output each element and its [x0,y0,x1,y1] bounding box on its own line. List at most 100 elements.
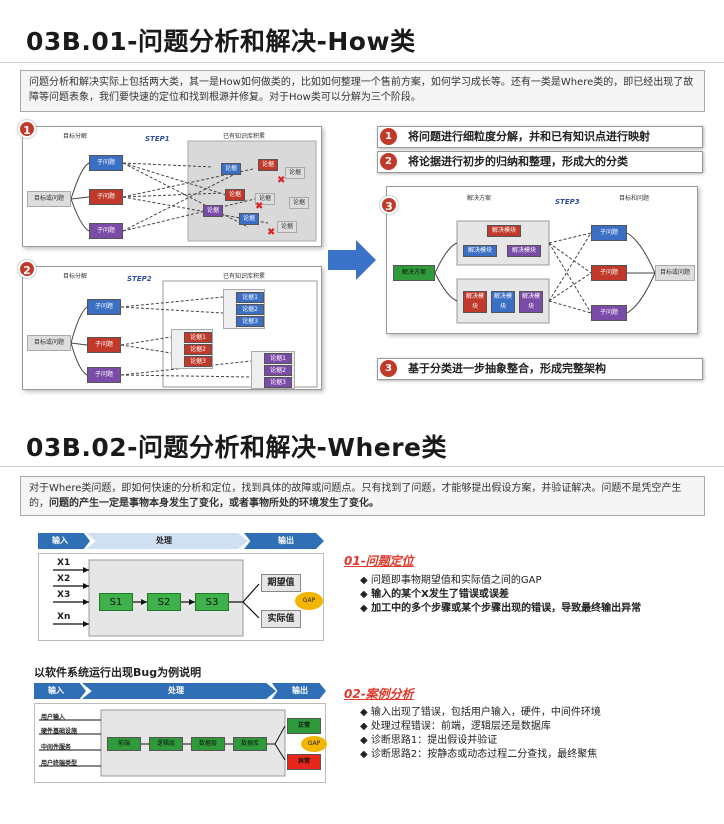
col-label: 目标分解 [63,273,88,280]
stage-input: 输入 [38,533,90,549]
module-node: 解决模块 [491,291,515,313]
stage-input: 输入 [34,683,86,699]
right-arrow-icon [328,240,376,280]
bullet-text: 诊断思路1：提出假设并验证 [370,735,498,746]
step3-panel: 解决方案 STEP3 目标和问题 解决方案 解决模块 解决模块 解决模块 解决模… [386,186,698,334]
panel3-badge: 3 [380,196,398,214]
arg-node: 论据 [285,167,305,179]
arg-node: 论据 [203,205,223,217]
arg-node: 论据2 [264,365,292,376]
section1-intro: 问题分析和解决实际上包括两大类，其一是How如何做类的，比如如何整理一个售前方案… [20,70,705,112]
step1-panel: 目标分解 STEP1 已有知识库积累 目标或问题 子问题 子问题 子问题 论据 … [22,126,322,247]
module-node: 解决模块 [463,291,487,313]
col-label: 目标和问题 [619,195,650,202]
stage-label: 处理 [168,686,184,695]
expected-value: 期望值 [261,574,301,592]
input-label: 中间件服务 [41,744,72,751]
arg-node: 论据 [255,193,275,205]
step-label: STEP3 [555,198,580,206]
step-item: 2 将论据进行初步的归纳和整理，形成大的分类 [377,151,703,173]
col-label: 解决方案 [467,195,492,202]
sub-node: 子问题 [87,367,121,383]
analysis1-bullet: ◆ 问题即事物期望值和实际值之间的GAP [360,575,542,586]
bullet-text: 诊断思路2：按静态或动态过程二分查找，最终聚焦 [370,749,598,760]
abnormal-output: 异常 [287,754,321,770]
arg-node: 论据3 [236,316,264,327]
analysis2-bullet: ◆ 诊断思路1：提出假设并验证 [360,735,498,746]
section1-title: 03B.01-问题分析和解决-How类 [26,27,416,56]
arg-node: 论据 [221,163,241,175]
col-label: 已有知识库积累 [223,273,266,280]
arg-group-purple: 论据1 论据2 论据3 [251,351,295,389]
analysis2-bullet: ◆ 诊断思路2：按静态或动态过程二分查找，最终聚焦 [360,749,598,760]
input-label: 用户终端类型 [41,760,78,767]
sub-node: 子问题 [87,299,121,315]
section2-title: 03B.02-问题分析和解决-Where类 [26,433,447,462]
module-node: 解决模块 [463,245,497,257]
root-node: 目标或问题 [27,335,71,351]
example-title: 以软件系统运行出现Bug为例说明 [34,666,202,679]
arg-node: 论据2 [236,304,264,315]
layer-node: 数据库 [233,737,267,751]
bullet-text: 输入出现了错误，包括用户输入，硬件，中间件环境 [370,707,601,718]
sub-node: 子问题 [87,337,121,353]
bullet-text: 问题即事物期望值和实际值之间的GAP [370,575,542,586]
intro-text: 对于Where类问题，即如何快速的分析和定位，找到具体的故障或问题点。只有找到了… [29,483,682,509]
arg-node: 论据1 [236,292,264,303]
gap-marker: GAP [295,592,323,610]
col-label: 目标分解 [63,133,88,140]
stage-output: 输出 [244,533,324,549]
input-label: 用户输入 [41,714,66,721]
panel2-badge: 2 [18,260,36,278]
stage-label: 输出 [278,536,294,545]
stage-label: 输出 [292,686,308,695]
panel1-badge: 1 [18,120,36,138]
arg-node: 论据 [225,189,245,201]
analysis1-bullet: ◆ 输入的某个X发生了错误或误差 [360,589,509,600]
layer-node: 逻辑层 [149,737,183,751]
intro-emphasis: 问题的产生一定是事物本身发生了变化，或者事物所处的环境发生了变化。 [49,498,379,509]
input-label: X3 [57,590,71,600]
stage-label: 处理 [156,536,172,545]
section2-intro: 对于Where类问题，即如何快速的分析和定位，找到具体的故障或问题点。只有找到了… [20,476,705,516]
diagram2-panel: 用户输入 硬件基础设施 中间件服务 用户终端类型 前端 逻辑层 数据层 数据库 … [34,703,327,783]
bullet-text: 处理过程错误：前端，逻辑层还是数据库 [370,721,551,732]
analysis2-bullet: ◆ 输入出现了错误，包括用户输入，硬件，中间件环境 [360,707,601,718]
arg-node: 论据1 [264,353,292,364]
step-label: STEP2 [127,275,152,283]
arg-node: 论据 [258,159,278,171]
col-label: 已有知识库积累 [223,133,266,140]
stage-process: 处理 [82,683,276,699]
step-node: S1 [99,593,133,611]
arg-node: 论据 [239,213,259,225]
input-label: X2 [57,574,71,584]
root-node: 目标或问题 [655,265,695,281]
input-label: 硬件基础设施 [41,728,78,735]
step3-diagram [434,220,656,324]
step-number: 3 [380,360,397,377]
diagram1-panel: X1 X2 X3 Xn S1 S2 S3 期望值 实际值 GAP [38,553,324,641]
module-node: 解决模块 [519,291,543,313]
arg-node: 论据3 [264,377,292,388]
sub-node: 子问题 [591,305,627,321]
bullet-text: 加工中的多个步骤或某个步骤出现的错误，导致最终输出异常 [371,603,642,614]
diagram1-flow [53,559,260,637]
arg-group-blue: 论据1 论据2 论据3 [223,289,265,329]
sub-node: 子问题 [591,265,627,281]
cross-icon: ✖ [267,227,276,238]
root-node: 目标或问题 [27,191,71,207]
cross-icon: ✖ [255,201,264,212]
arg-group-red: 论据1 论据2 论据3 [171,329,213,369]
arg-node: 论据2 [184,344,212,355]
stage-process: 处理 [86,533,248,549]
step-item: 3 基于分类进一步抽象整合，形成完整架构 [377,358,703,380]
normal-output: 正常 [287,718,321,734]
analysis2-bullet: ◆ 处理过程错误：前端，逻辑层还是数据库 [360,721,551,732]
gap-marker: GAP [301,736,327,752]
analysis2-title: 02-案例分析 [344,687,414,701]
stage-output: 输出 [272,683,326,699]
actual-value: 实际值 [261,610,301,628]
arg-node: 论据 [277,221,297,233]
step-number: 2 [380,153,397,170]
sub-node: 子问题 [89,223,123,239]
